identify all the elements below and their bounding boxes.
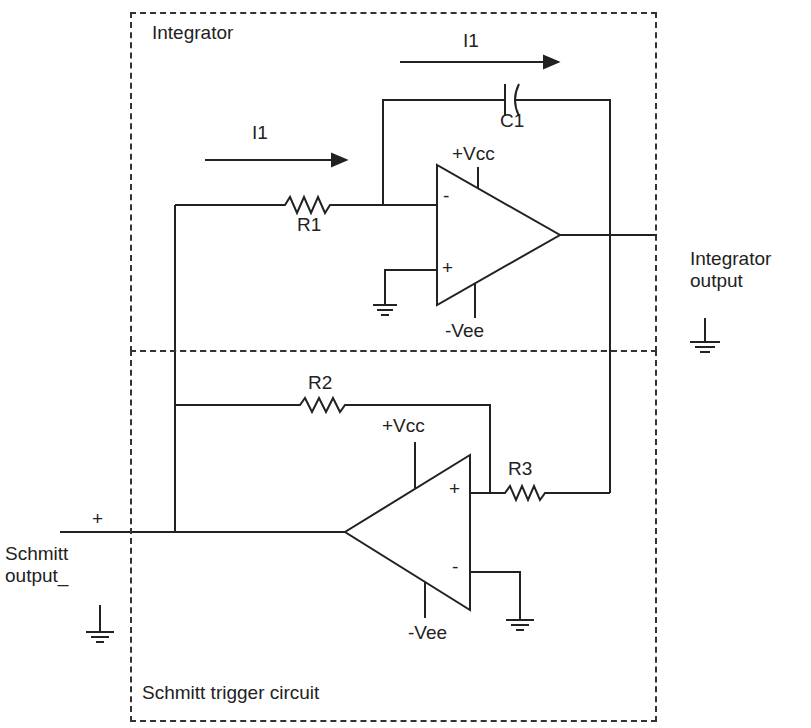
- pin-sign: +: [449, 478, 460, 500]
- supply-label: -Vee: [408, 622, 447, 644]
- wire: [470, 572, 520, 620]
- circuit-region: Schmitt trigger circuit: [130, 350, 657, 722]
- ground-symbol: [506, 620, 534, 630]
- opamp-symbol: [437, 165, 560, 305]
- supply-pin: [477, 167, 479, 188]
- pin-sign: +: [92, 508, 103, 530]
- ground-symbol: [690, 318, 720, 352]
- supply-pin: [424, 582, 426, 618]
- wire: [560, 234, 657, 236]
- current-arrow: [205, 56, 558, 166]
- supply-pin: [414, 442, 416, 489]
- component-name: R1: [297, 214, 321, 236]
- supply-pin: [474, 283, 476, 318]
- current-label: I1: [463, 30, 479, 52]
- component-name: C1: [500, 110, 524, 132]
- signal-name: Schmitt output_: [5, 543, 85, 587]
- signal-name: Integrator output: [690, 248, 805, 292]
- ground-symbol: [373, 305, 397, 315]
- resistor-symbol: [175, 197, 437, 213]
- region-title: Integrator: [152, 22, 233, 44]
- pin-sign: -: [443, 185, 449, 207]
- wire: [515, 100, 610, 493]
- supply-label: +Vcc: [452, 143, 495, 165]
- region-title: Schmitt trigger circuit: [142, 682, 319, 704]
- component-name: R2: [308, 372, 332, 394]
- ground-symbol: [86, 605, 114, 642]
- opamp-symbol: [345, 455, 470, 610]
- wire: [60, 531, 345, 533]
- current-label: I1: [252, 122, 268, 144]
- resistor-symbol: [490, 486, 610, 500]
- circuit-region: Integrator: [130, 12, 657, 352]
- component-name: R3: [508, 458, 532, 480]
- resistor-symbol: [175, 398, 490, 493]
- pin-sign: +: [442, 257, 453, 279]
- supply-label: -Vee: [445, 320, 484, 342]
- pin-sign: -: [452, 556, 458, 578]
- supply-label: +Vcc: [382, 415, 425, 437]
- wire: [385, 270, 437, 305]
- wire: [174, 205, 176, 532]
